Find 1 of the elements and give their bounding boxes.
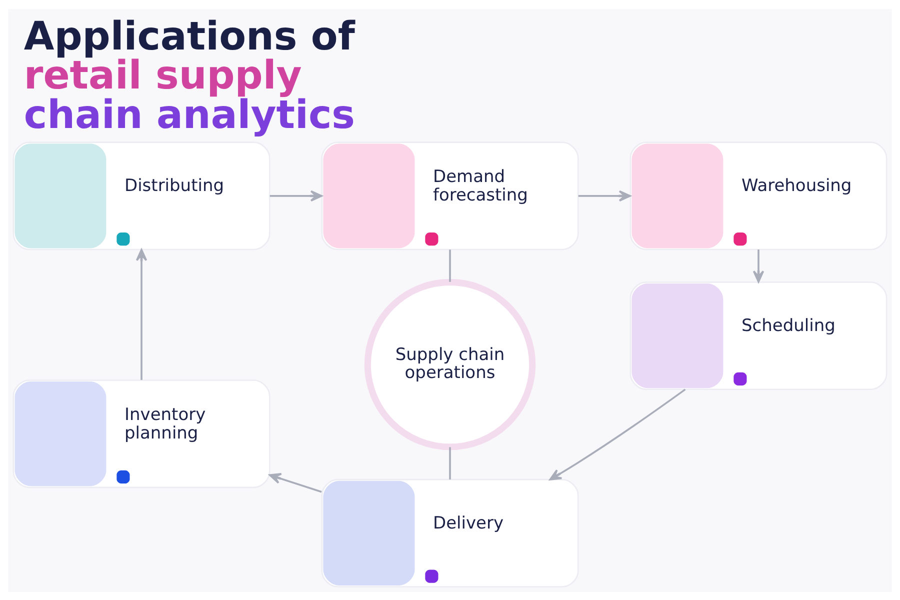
diagram-title: Applications of retail supply chain analytics [24,14,356,138]
